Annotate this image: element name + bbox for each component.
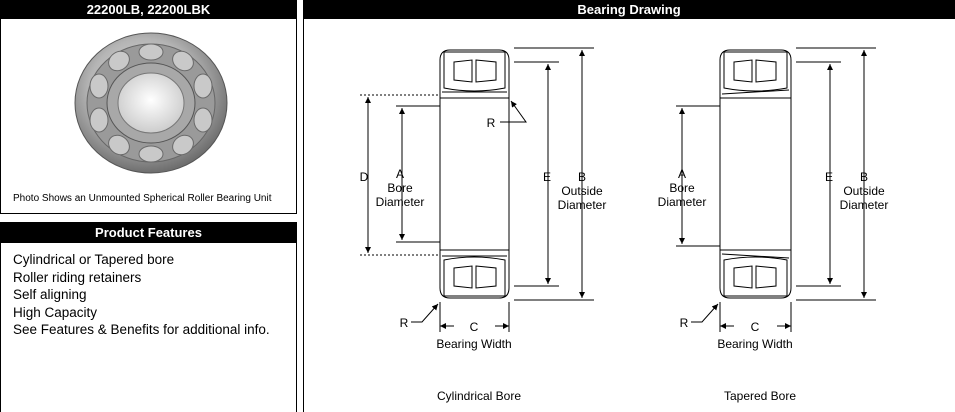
label-c: C	[751, 320, 760, 334]
label-d: D	[360, 170, 369, 184]
label-c: C	[470, 320, 479, 334]
feature-item: Roller riding retainers	[13, 269, 142, 285]
label-e: E	[825, 170, 833, 184]
label-outside: Outside	[561, 184, 603, 198]
caption-tapered-bore: Tapered Bore	[724, 389, 796, 403]
tapered-bore-drawing	[676, 47, 876, 332]
label-a: A	[396, 167, 404, 181]
label-bore-diameter: Diameter	[376, 195, 425, 209]
drawing-title: Bearing Drawing	[303, 0, 955, 19]
product-photo-panel: 22200LB, 22200LBK	[0, 0, 297, 214]
label-bore: Bore	[387, 181, 413, 195]
label-outside: Outside	[843, 184, 885, 198]
features-list: Cylindrical or Tapered bore Roller ridin…	[1, 243, 296, 339]
label-r-bottom: R	[680, 316, 689, 330]
feature-item: See Features & Benefits for additional i…	[13, 322, 270, 338]
label-a: A	[678, 167, 686, 181]
caption-cylindrical-bore: Cylindrical Bore	[437, 389, 521, 403]
cylindrical-bore-drawing	[360, 47, 594, 332]
label-outside-diameter: Diameter	[558, 198, 607, 212]
label-b: B	[578, 170, 586, 184]
feature-item: Cylindrical or Tapered bore	[13, 252, 175, 267]
bearing-drawing-panel: Bearing Drawing	[303, 0, 955, 412]
label-b: B	[860, 170, 868, 184]
bearing-drawing: D A Bore Diameter E B Outside Diameter R…	[360, 47, 889, 403]
label-r-bottom: R	[400, 316, 409, 330]
product-features-panel: Product Features Cylindrical or Tapered …	[0, 222, 297, 412]
label-bore: Bore	[669, 181, 695, 195]
label-bore-diameter: Diameter	[658, 195, 707, 209]
label-e: E	[543, 170, 551, 184]
bearing-photo	[71, 28, 231, 178]
product-title: 22200LB, 22200LBK	[0, 0, 297, 19]
feature-item: High Capacity	[13, 304, 98, 320]
label-bearing-width: Bearing Width	[436, 337, 511, 351]
label-bearing-width: Bearing Width	[717, 337, 792, 351]
feature-item: Self aligning	[13, 287, 87, 303]
label-r-top: R	[487, 116, 496, 130]
features-title: Product Features	[0, 222, 297, 243]
label-outside-diameter: Diameter	[840, 198, 889, 212]
photo-caption: Photo Shows an Unmounted Spherical Rolle…	[13, 193, 272, 204]
